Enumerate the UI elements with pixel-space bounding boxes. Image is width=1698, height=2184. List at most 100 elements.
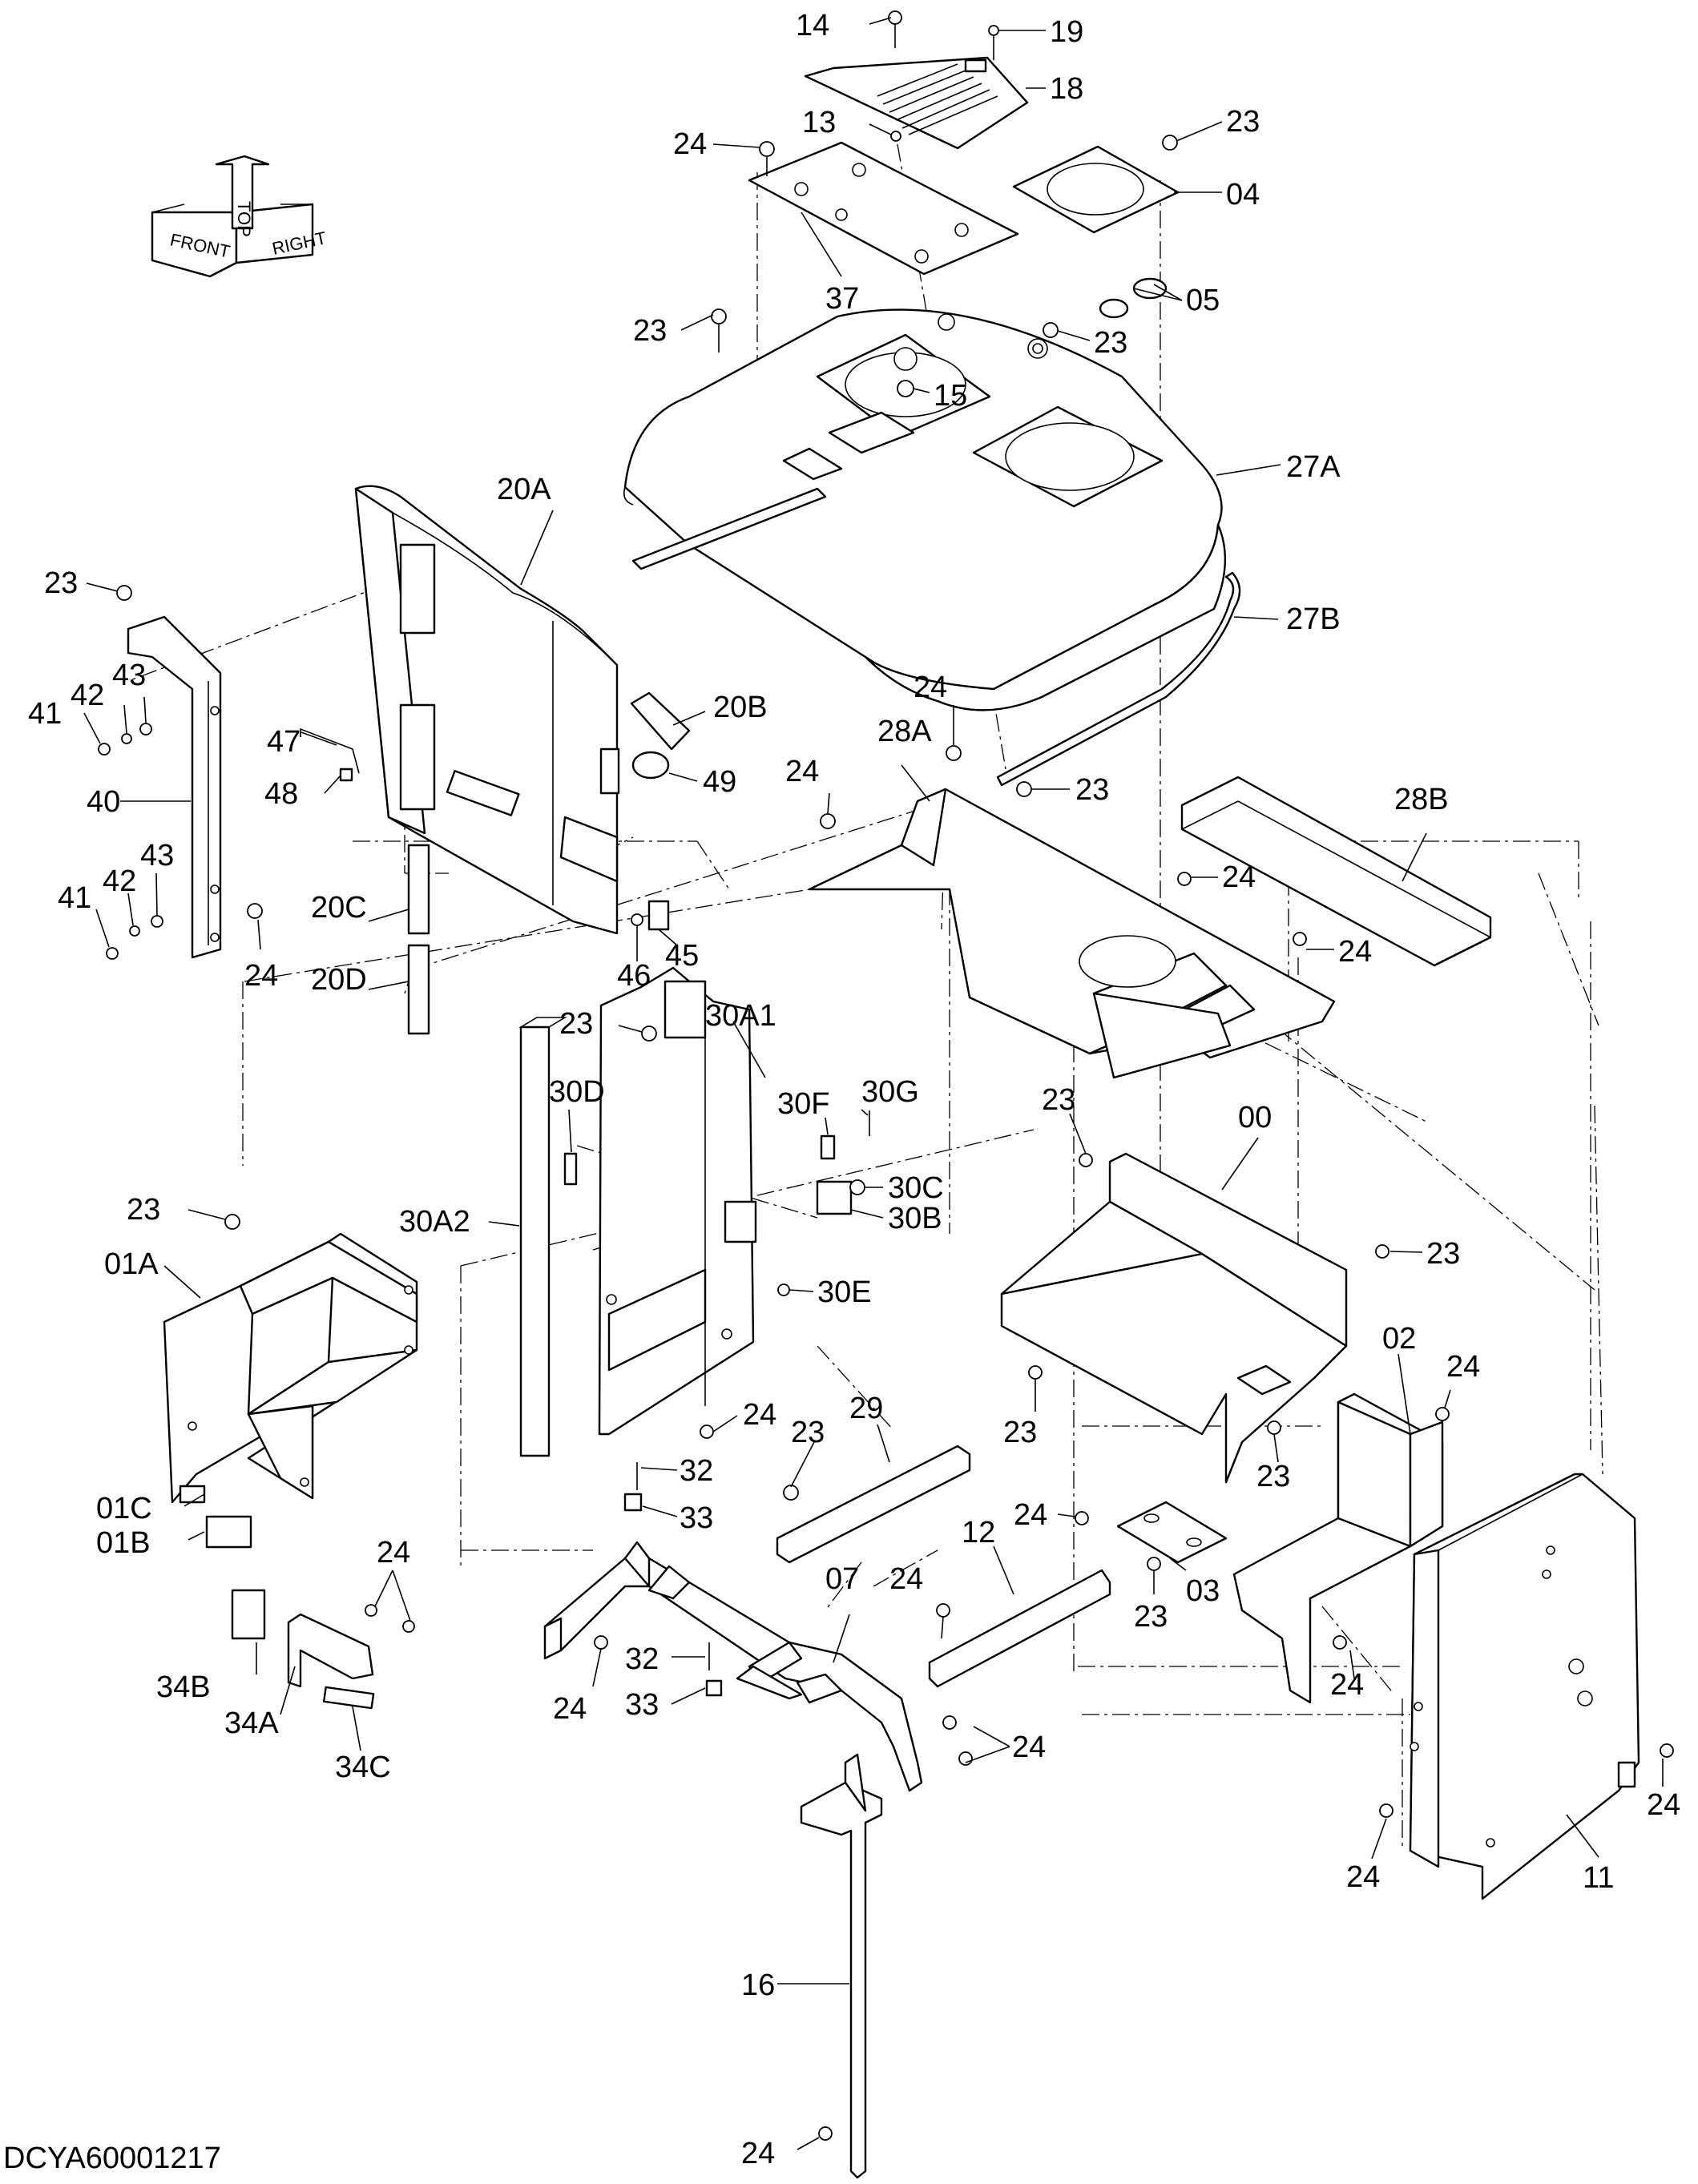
callout-24: 24 xyxy=(1222,860,1256,894)
callout-11: 11 xyxy=(1583,1861,1614,1895)
part-01B-block xyxy=(205,1515,252,1549)
part-34B-block xyxy=(231,1589,266,1640)
callout-49: 49 xyxy=(703,765,736,799)
part-01A-duct xyxy=(163,1232,418,1504)
part-23-bolt-hood xyxy=(711,308,727,324)
callout-24: 24 xyxy=(914,671,947,704)
callout-23: 23 xyxy=(1134,1600,1168,1634)
part-30F-clip xyxy=(820,1134,836,1160)
part-23-bolt-01A xyxy=(224,1214,240,1230)
part-16-strut xyxy=(800,1753,883,2179)
callout-24: 24 xyxy=(1346,1860,1380,1894)
callout-02: 02 xyxy=(1382,1322,1416,1356)
part-13-nut xyxy=(890,131,901,142)
part-23-bolt-05 xyxy=(1043,322,1059,338)
callout-24: 24 xyxy=(1330,1668,1364,1702)
part-19-screw xyxy=(988,25,999,36)
callout-24: 24 xyxy=(785,755,819,788)
callout-23: 23 xyxy=(1003,1416,1037,1449)
part-23-bolt-28A xyxy=(1016,781,1032,797)
part-30D-clip xyxy=(563,1152,578,1186)
callout-47: 47 xyxy=(267,725,300,759)
drawing-code: DCYA60001217 xyxy=(3,2142,221,2175)
callout-24: 24 xyxy=(1338,935,1372,969)
callout-23: 23 xyxy=(127,1193,160,1227)
part-45-clip xyxy=(647,900,670,931)
callout-24: 24 xyxy=(1446,1350,1480,1384)
callout-27A: 27A xyxy=(1286,450,1341,484)
part-23-bolt-03 xyxy=(1147,1557,1161,1571)
part-30B-plate xyxy=(816,1180,853,1215)
callout-30D: 30D xyxy=(549,1075,605,1109)
part-23-bolt-40 xyxy=(116,585,132,601)
part-24-bolt-12-a xyxy=(1075,1511,1089,1525)
callout-34B: 34B xyxy=(156,1670,211,1704)
part-27A-hood xyxy=(623,308,1227,711)
part-24-bolt-30A1 xyxy=(700,1424,714,1439)
part-24-bolt-28A-b xyxy=(820,813,836,829)
part-04-plate xyxy=(1012,145,1180,234)
callout-30C: 30C xyxy=(888,1171,944,1205)
callout-23: 23 xyxy=(1042,1083,1075,1117)
callout-15: 15 xyxy=(934,379,967,413)
part-23-bolt-top-right xyxy=(1162,135,1178,151)
part-20A-side-panel xyxy=(354,485,620,935)
part-15-fastener xyxy=(897,380,914,397)
part-00-tray xyxy=(1000,1152,1348,1484)
part-24-bolt-40 xyxy=(247,903,263,919)
callout-41: 41 xyxy=(28,697,62,731)
part-24-bolt-34-b xyxy=(402,1620,415,1633)
part-24-bolt-02-b xyxy=(1333,1635,1347,1650)
callout-41: 41 xyxy=(58,881,91,915)
part-12-bracket xyxy=(928,1569,1111,1688)
part-24-bolt-02-a xyxy=(1435,1407,1450,1421)
callout-33: 33 xyxy=(680,1501,713,1535)
part-05-cap-b xyxy=(1099,298,1129,319)
callout-23: 23 xyxy=(1075,773,1109,807)
part-27B-seal xyxy=(631,487,1241,787)
part-23-bolt-00-d xyxy=(1267,1420,1281,1435)
callout-23: 23 xyxy=(1426,1237,1460,1271)
part-24-bolt-07-b xyxy=(942,1715,957,1730)
callout-01B: 01B xyxy=(96,1526,151,1560)
callout-30B: 30B xyxy=(888,1202,942,1235)
callout-43: 43 xyxy=(112,659,146,692)
part-24-bolt-28A-d xyxy=(1293,932,1307,946)
callout-24: 24 xyxy=(889,1562,923,1596)
callout-05: 05 xyxy=(1186,284,1220,317)
part-11-side-panel xyxy=(1409,1473,1640,1900)
part-23-bolt-00-a xyxy=(1079,1153,1093,1167)
callout-32: 32 xyxy=(680,1454,713,1488)
orientation-marker: FRONT TOP RIGHT xyxy=(151,155,328,278)
part-48-clip xyxy=(339,768,353,782)
part-01C-pad xyxy=(179,1485,206,1504)
callout-01C: 01C xyxy=(96,1492,152,1525)
callout-28A: 28A xyxy=(877,715,932,748)
callout-34C: 34C xyxy=(335,1751,391,1784)
part-29-bracket xyxy=(776,1445,971,1564)
callout-20B: 20B xyxy=(713,691,768,724)
part-20B-pad xyxy=(630,691,691,751)
leader-lines xyxy=(83,17,1664,2150)
part-43-washer-a xyxy=(139,723,152,735)
callout-23: 23 xyxy=(559,1007,593,1041)
part-42-washer-a xyxy=(121,733,132,744)
part-43-washer-b xyxy=(151,915,163,928)
part-24-bolt-28A-c xyxy=(1177,872,1192,886)
callout-24: 24 xyxy=(553,1692,587,1726)
part-34C-strip xyxy=(322,1686,375,1710)
callout-42: 42 xyxy=(103,864,136,898)
callout-24: 24 xyxy=(1012,1731,1046,1764)
callout-19: 19 xyxy=(1050,15,1083,49)
callout-23: 23 xyxy=(1256,1460,1290,1493)
part-02-bracket xyxy=(1232,1392,1444,1704)
part-23-bolt-00-b xyxy=(1375,1244,1389,1259)
part-18-grille xyxy=(804,56,1029,150)
callout-07: 07 xyxy=(825,1562,859,1596)
part-30A2-bar xyxy=(519,1026,551,1457)
callout-24: 24 xyxy=(377,1536,410,1569)
callout-45: 45 xyxy=(665,939,699,973)
callout-27B: 27B xyxy=(1286,602,1341,636)
callout-23: 23 xyxy=(791,1416,825,1449)
part-23-bolt-00-c xyxy=(1028,1365,1043,1380)
